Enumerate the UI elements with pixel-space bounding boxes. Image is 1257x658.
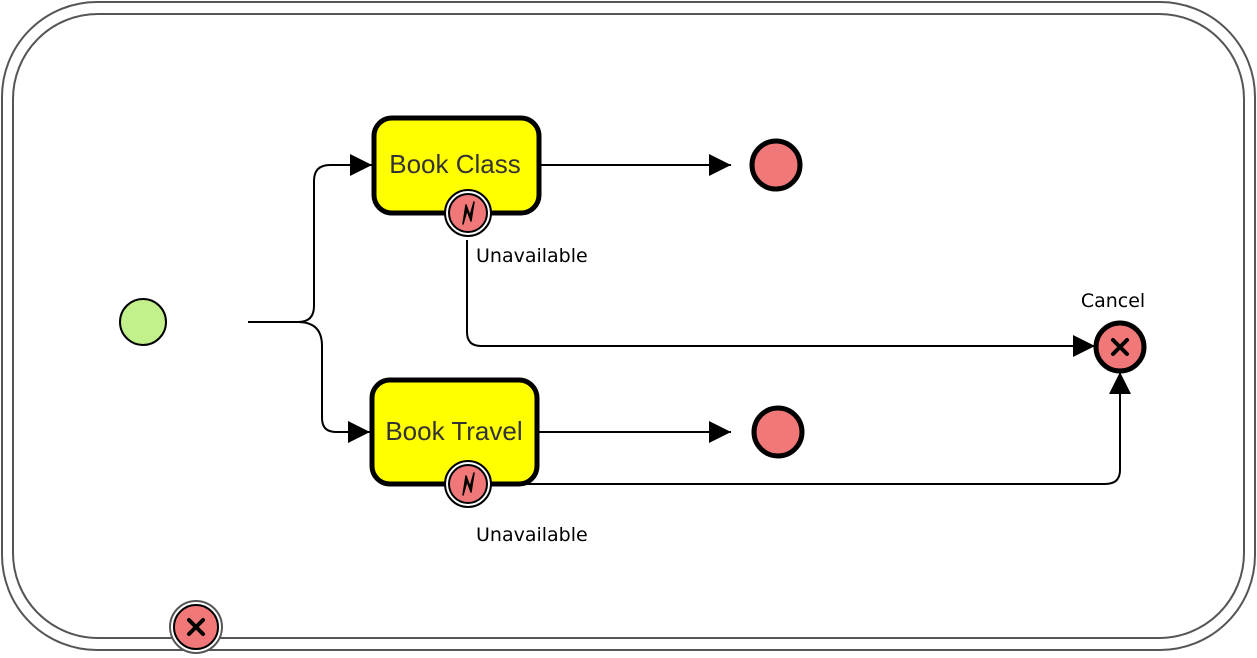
- lightning-bolt-icon: [462, 201, 475, 225]
- lightning-bolt-icon: [462, 472, 475, 496]
- boundary-error-event-travel[interactable]: [444, 460, 492, 508]
- end-event-class[interactable]: [749, 138, 803, 192]
- sequence-flows: [248, 154, 1131, 485]
- task-book-travel[interactable]: Book Travel: [369, 377, 540, 487]
- x-cross-icon: [187, 618, 205, 636]
- error-label-travel: Unavailable: [476, 524, 588, 546]
- task-book-class-label: Book Class: [389, 149, 521, 179]
- flow-class-error-to-cancel[interactable]: [466, 240, 1095, 357]
- end-event-travel[interactable]: [751, 405, 805, 459]
- flow-to-book-travel[interactable]: [297, 321, 370, 443]
- task-book-travel-label: Book Travel: [385, 416, 522, 446]
- task-book-class[interactable]: Book Class: [371, 115, 542, 216]
- start-event[interactable]: [119, 298, 167, 346]
- subprocess-cancel-boundary-event[interactable]: [169, 600, 223, 654]
- x-cross-icon: [1111, 338, 1129, 356]
- cancel-label: Cancel: [1081, 290, 1145, 312]
- flow-travel-error-to-cancel[interactable]: [492, 372, 1131, 485]
- cancel-end-event[interactable]: [1093, 320, 1147, 374]
- boundary-error-event-class[interactable]: [444, 189, 492, 237]
- flow-to-book-class[interactable]: [297, 154, 372, 323]
- error-label-class: Unavailable: [476, 245, 588, 267]
